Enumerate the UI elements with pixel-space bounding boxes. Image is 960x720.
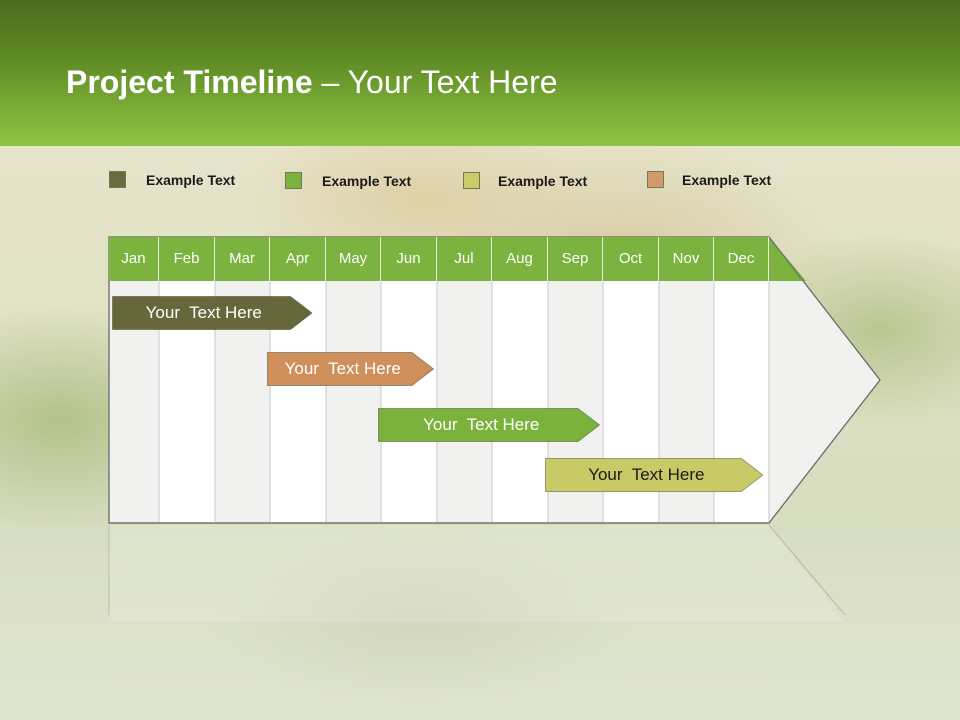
task-bar[interactable]: Your Text Here	[545, 458, 764, 492]
month-label-jun: Jun	[381, 237, 437, 281]
month-label-jul: Jul	[437, 237, 492, 281]
task-bar[interactable]: Your Text Here	[267, 352, 435, 386]
column-band	[492, 281, 548, 522]
month-label-jan: Jan	[109, 237, 159, 281]
legend-swatch-3	[463, 172, 480, 189]
title-bold: Project Timeline	[66, 64, 313, 100]
legend-label-2: Example Text	[322, 173, 412, 189]
legend-label-1: Example Text	[146, 172, 236, 188]
month-label-feb: Feb	[159, 237, 215, 281]
task-bar-label: Your Text Here	[423, 415, 540, 434]
month-label-nov: Nov	[659, 237, 714, 281]
task-bar-arrow	[545, 458, 764, 492]
reflection-edge	[768, 524, 846, 616]
month-label-dec: Dec	[714, 237, 769, 281]
title-banner: Project Timeline – Your Text Here	[0, 0, 960, 146]
month-label-may: May	[326, 237, 381, 281]
task-bar[interactable]: Your Text Here	[111, 296, 312, 330]
legend-label-3: Example Text	[498, 173, 588, 189]
task-bar-arrow	[267, 352, 435, 386]
legend-swatch-2	[285, 172, 302, 189]
month-label-mar: Mar	[215, 237, 270, 281]
page-title: Project Timeline – Your Text Here	[66, 60, 558, 104]
arrow-reflection	[109, 525, 845, 622]
title-subtitle: – Your Text Here	[312, 64, 558, 100]
legend-swatch-4	[647, 171, 664, 188]
month-label-sep: Sep	[548, 237, 603, 281]
month-label-aug: Aug	[492, 237, 548, 281]
task-bar-label: Your Text Here	[284, 359, 401, 378]
column-band	[381, 281, 437, 522]
task-bar-arrow	[111, 296, 312, 330]
month-label-oct: Oct	[603, 237, 659, 281]
task-bar-label: Your Text Here	[145, 303, 262, 322]
legend-label-4: Example Text	[682, 172, 772, 188]
task-bar[interactable]: Your Text Here	[378, 408, 601, 442]
legend-swatch-1	[109, 171, 126, 188]
task-bar-arrow	[378, 408, 601, 442]
task-bar-label: Your Text Here	[588, 465, 705, 484]
month-label-apr: Apr	[270, 237, 326, 281]
